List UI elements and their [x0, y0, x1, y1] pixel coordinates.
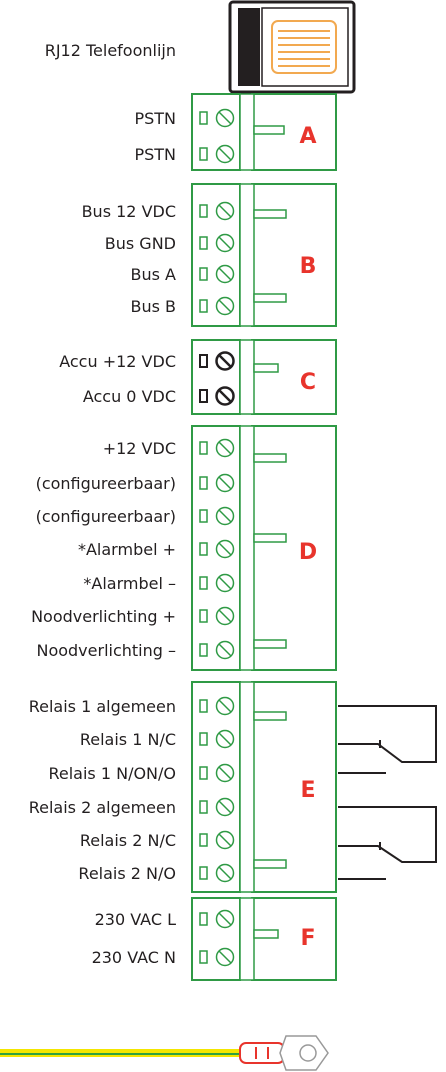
terminal: Noodverlichting – [36, 640, 235, 660]
relay-1-wiring [338, 705, 437, 774]
terminal-label: Bus B [130, 297, 176, 316]
terminal-label: Bus GND [105, 234, 176, 253]
block-f-plug [251, 897, 337, 981]
block-d-plug [251, 425, 337, 671]
terminal: Accu 0 VDC [83, 386, 235, 406]
terminal-label: PSTN [134, 109, 176, 128]
block-e-screw-housing [191, 681, 241, 893]
terminal-label: Relais 1 N/ON/O [48, 764, 176, 783]
terminal-label: +12 VDC [103, 439, 176, 458]
rj12-contacts [278, 30, 330, 67]
terminal-label: 230 VAC N [92, 948, 176, 967]
block-b: B [191, 183, 337, 327]
terminal: Relais 1 algemeen [29, 696, 235, 716]
terminal: 230 VAC L [95, 909, 235, 929]
terminal: Relais 2 N/O [78, 863, 235, 883]
terminal: *Alarmbel – [83, 573, 235, 593]
rj12-label: RJ12 Telefoonlijn [45, 41, 176, 60]
terminal-label: (configureerbaar) [36, 474, 176, 493]
terminal-label: 230 VAC L [95, 910, 176, 929]
terminal-label: Noodverlichting + [31, 607, 176, 626]
block-d-letter: D [299, 540, 317, 565]
terminal: 230 VAC N [92, 947, 235, 967]
terminal: Relais 1 N/ON/O [48, 763, 235, 783]
terminal-label: Accu +12 VDC [59, 352, 176, 371]
terminal: PSTN [134, 144, 235, 164]
terminal-label: Relais 2 N/C [80, 831, 176, 850]
terminal: Noodverlichting + [31, 606, 235, 626]
terminal: Accu +12 VDC [59, 351, 235, 371]
rj12-connector [228, 0, 356, 94]
terminal-label: Noodverlichting – [36, 641, 176, 660]
block-c-letter: C [300, 370, 316, 395]
block-c-plug [251, 339, 337, 415]
terminal: Relais 2 N/C [80, 830, 235, 850]
block-f-screw-housing [191, 897, 241, 981]
terminal-label: Relais 2 N/O [78, 864, 176, 883]
terminal: +12 VDC [103, 438, 235, 458]
terminal-label: Relais 1 algemeen [29, 697, 176, 716]
block-e-letter: E [300, 778, 315, 803]
terminal: (configureerbaar) [36, 473, 235, 493]
terminal: Relais 1 N/C [80, 729, 235, 749]
terminal-label: Bus A [131, 265, 177, 284]
terminal: PSTN [134, 108, 235, 128]
earth-ferrule [239, 1042, 285, 1064]
terminal: Bus GND [105, 233, 235, 253]
terminal-label: Relais 2 algemeen [29, 798, 176, 817]
terminal: Bus A [131, 264, 235, 284]
terminal: (configureerbaar) [36, 506, 235, 526]
terminal: *Alarmbel + [78, 539, 235, 559]
block-a-letter: A [299, 124, 316, 149]
terminal-label: PSTN [134, 145, 176, 164]
relay-2-wiring [338, 806, 437, 880]
block-b-plug [251, 183, 337, 327]
terminal-label: (configureerbaar) [36, 507, 176, 526]
block-f: F [191, 897, 337, 981]
terminal-label: *Alarmbel + [78, 540, 176, 559]
terminal-label: Accu 0 VDC [83, 387, 176, 406]
terminal-label: Relais 1 N/C [80, 730, 176, 749]
terminal: Bus B [130, 296, 235, 316]
block-b-letter: B [300, 254, 317, 279]
terminal-label: *Alarmbel – [83, 574, 176, 593]
plug-locking-tabs [253, 125, 287, 939]
terminal-label: Bus 12 VDC [82, 202, 176, 221]
terminal: Bus 12 VDC [82, 201, 235, 221]
terminal: Relais 2 algemeen [29, 797, 235, 817]
block-f-letter: F [300, 926, 315, 951]
block-c: C [191, 339, 337, 415]
earth-wire [0, 1035, 329, 1071]
